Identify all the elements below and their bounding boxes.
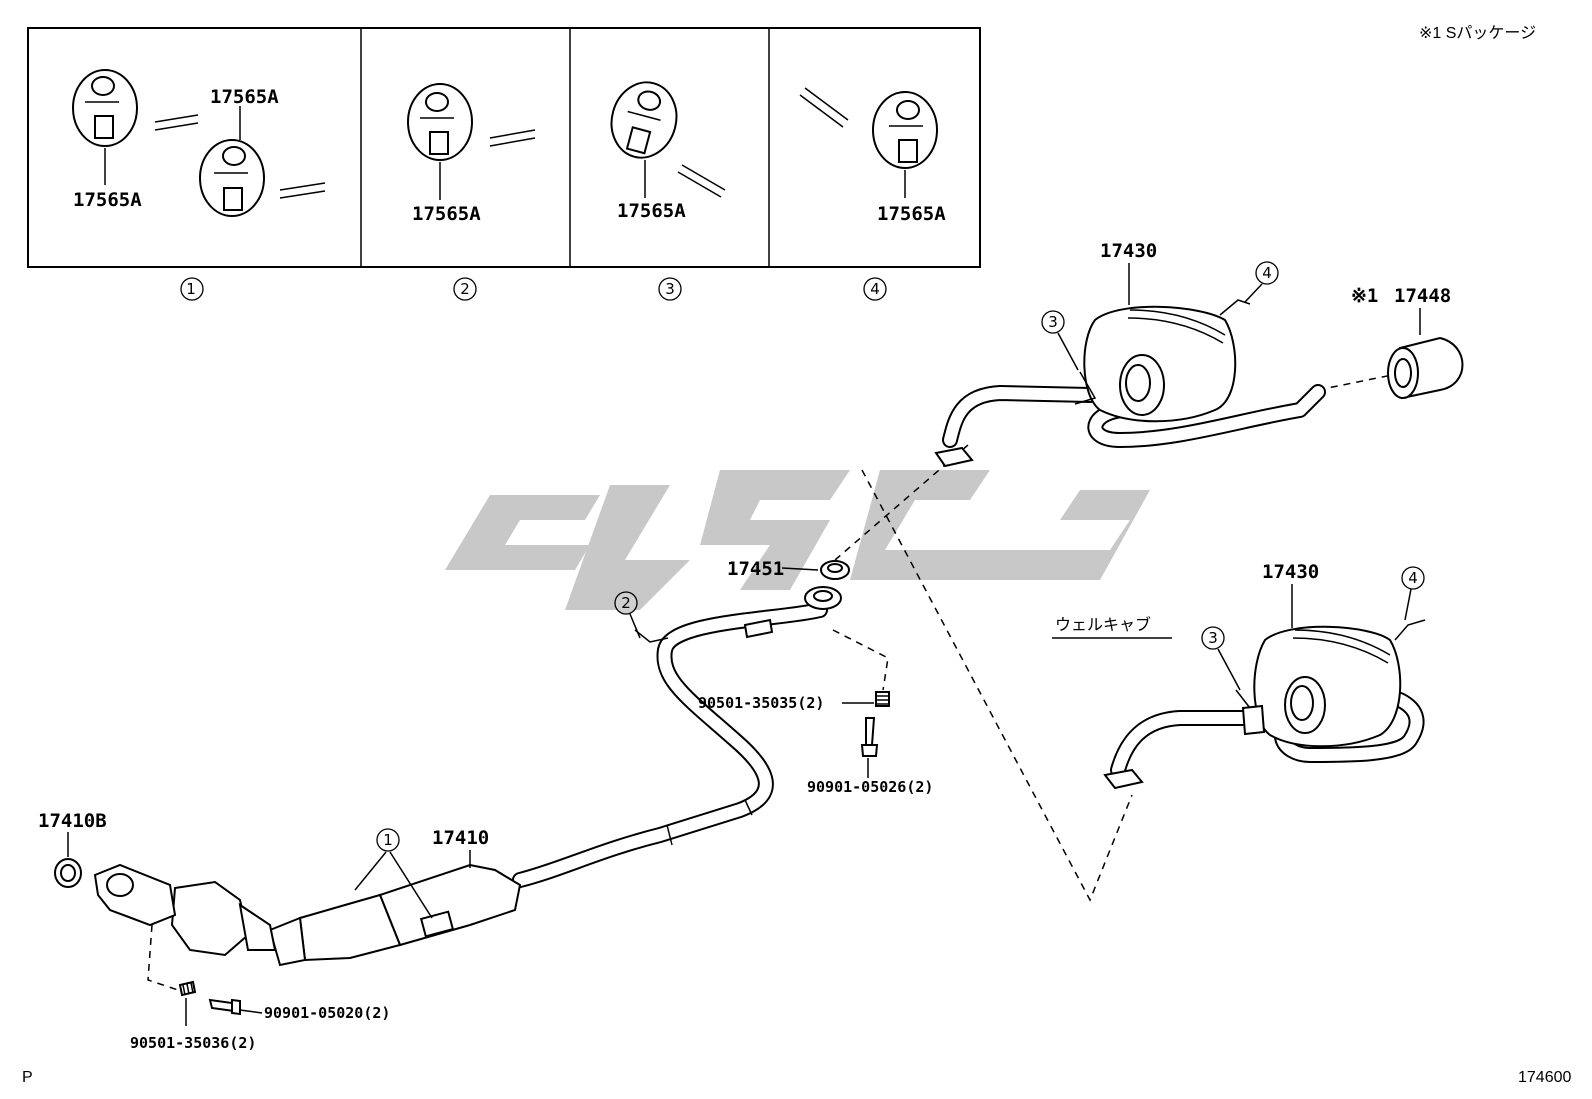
mid-spring (875, 691, 890, 707)
part-number-17448: 17448 (1394, 285, 1451, 307)
variant-label: ウェルキャブ (1055, 615, 1151, 634)
part-number: 17565A (617, 200, 686, 222)
part-number: 17565A (412, 203, 481, 225)
callout-1: 1 (186, 280, 196, 298)
gasket-17410b (54, 832, 82, 888)
hanger-panels: 17565A 17565A 1 (27, 27, 981, 301)
hanger-panel-4: 17565A 4 (799, 87, 946, 301)
callout-3-upper: 3 (1048, 313, 1058, 331)
mid-bolt (860, 717, 879, 757)
tail-tip-17448 (1387, 336, 1464, 400)
part-number: 17565A (877, 203, 946, 225)
rubber-hanger (199, 139, 265, 217)
part-number-90901-05026: 90901-05026(2) (807, 778, 933, 796)
part-number-17451: 17451 (727, 558, 784, 580)
footer-left-code: P (22, 1069, 33, 1086)
part-number-90501-35036: 90501-35036(2) (130, 1034, 256, 1052)
rubber-hanger (407, 83, 473, 161)
callout-1-front: 1 (383, 831, 393, 849)
gasket-17451 (820, 560, 850, 580)
part-number-17430-lower: 17430 (1262, 561, 1319, 583)
rubber-hanger (610, 81, 678, 159)
part-number: 17565A (73, 189, 142, 211)
callout-circle (658, 277, 682, 301)
hanger-panel-1: 17565A 17565A 1 (72, 69, 326, 301)
callout-4-upper: 4 (1262, 264, 1272, 282)
tail-pipe-upper (934, 299, 1326, 468)
callout-circle (863, 277, 887, 301)
package-note: ※1 Sパッケージ (1419, 24, 1536, 42)
callout-circle (614, 591, 638, 615)
callout-circle (376, 828, 400, 852)
diagram-number: 174600 (1518, 1069, 1571, 1086)
callout-circle (1041, 310, 1065, 334)
callout-circle (1401, 566, 1425, 590)
callout-2: 2 (460, 280, 470, 298)
callout-circle (180, 277, 204, 301)
tail-pipe-lower (1103, 619, 1426, 790)
callout-circle (1201, 626, 1225, 650)
hanger-panel-2: 17565A 2 (407, 83, 536, 301)
part-number-17430-upper: 17430 (1100, 240, 1157, 262)
rubber-hanger (872, 91, 938, 169)
rubber-hanger (72, 69, 138, 147)
tip-prefix: ※1 (1351, 285, 1378, 307)
part-number-17410: 17410 (432, 827, 489, 849)
callout-circle (1255, 261, 1279, 285)
hanger-panel-3: 17565A 3 (610, 81, 726, 301)
part-number-17410b: 17410B (38, 810, 107, 832)
part-number-90901-05020: 90901-05020(2) (264, 1004, 390, 1022)
callout-3: 3 (665, 280, 675, 298)
part-number-90501-35035: 90501-35035(2) (698, 694, 824, 712)
connection-line (1317, 374, 1393, 391)
watermark-logo (445, 470, 1150, 610)
callout-2-pipe: 2 (621, 594, 631, 612)
part-number: 17565A (210, 86, 279, 108)
callout-3-lower: 3 (1208, 629, 1218, 647)
callout-4-lower: 4 (1408, 569, 1418, 587)
callout-circle (453, 277, 477, 301)
callout-4: 4 (870, 280, 880, 298)
front-fasteners (147, 924, 263, 1026)
connection-line (861, 469, 1133, 902)
front-exhaust-pipe (93, 586, 842, 967)
hanger-panel-frame (27, 27, 981, 268)
